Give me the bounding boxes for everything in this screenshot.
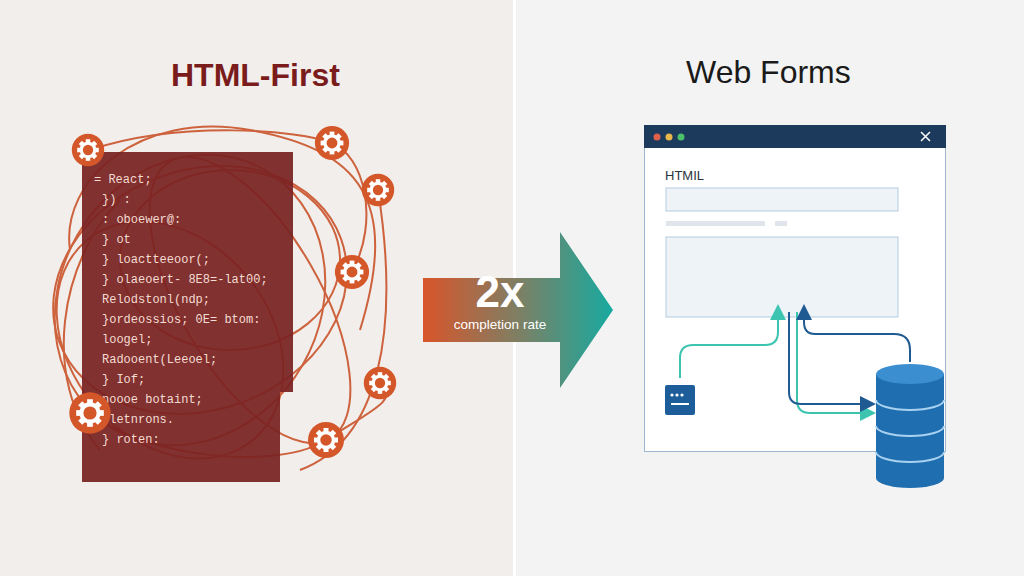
code-block: = React;}) :: oboewer@:} ot} loactteeoor…	[82, 152, 293, 482]
metric-caption: completion rate	[423, 316, 577, 334]
server-icon	[665, 385, 695, 415]
code-line: } ot	[94, 230, 281, 250]
arrow-callout: 2xcompletion rate	[423, 232, 613, 388]
database-icon	[876, 364, 944, 488]
metric-value: 2x	[423, 268, 577, 316]
code-line: } loactteeoor(;	[94, 250, 281, 270]
browser-window: HTMIL	[644, 125, 946, 452]
code-line: }ordeossios; 0E= btom:	[94, 310, 281, 330]
code-line: noooe botaint;	[94, 390, 281, 410]
panel-title: Web Forms	[686, 54, 851, 91]
code-line: }) :	[94, 190, 281, 210]
code-line: } Iof;	[94, 370, 281, 390]
code-line: Fletnrons.	[94, 410, 281, 430]
code-line: } olaeoert- 8E8=-lat00;	[94, 270, 281, 290]
code-line: : oboewer@:	[94, 210, 281, 230]
field-label: HTMIL	[665, 168, 704, 183]
code-line: loogel;	[94, 330, 281, 350]
code-line: = React;	[94, 170, 281, 190]
code-line: Relodstonl(ndp;	[94, 290, 281, 310]
code-line: Radooent(Leeoel;	[94, 350, 281, 370]
panel-title: HTML-First	[171, 57, 340, 94]
tangled-lines	[2, 105, 390, 504]
code-line: } roten:	[94, 430, 281, 450]
